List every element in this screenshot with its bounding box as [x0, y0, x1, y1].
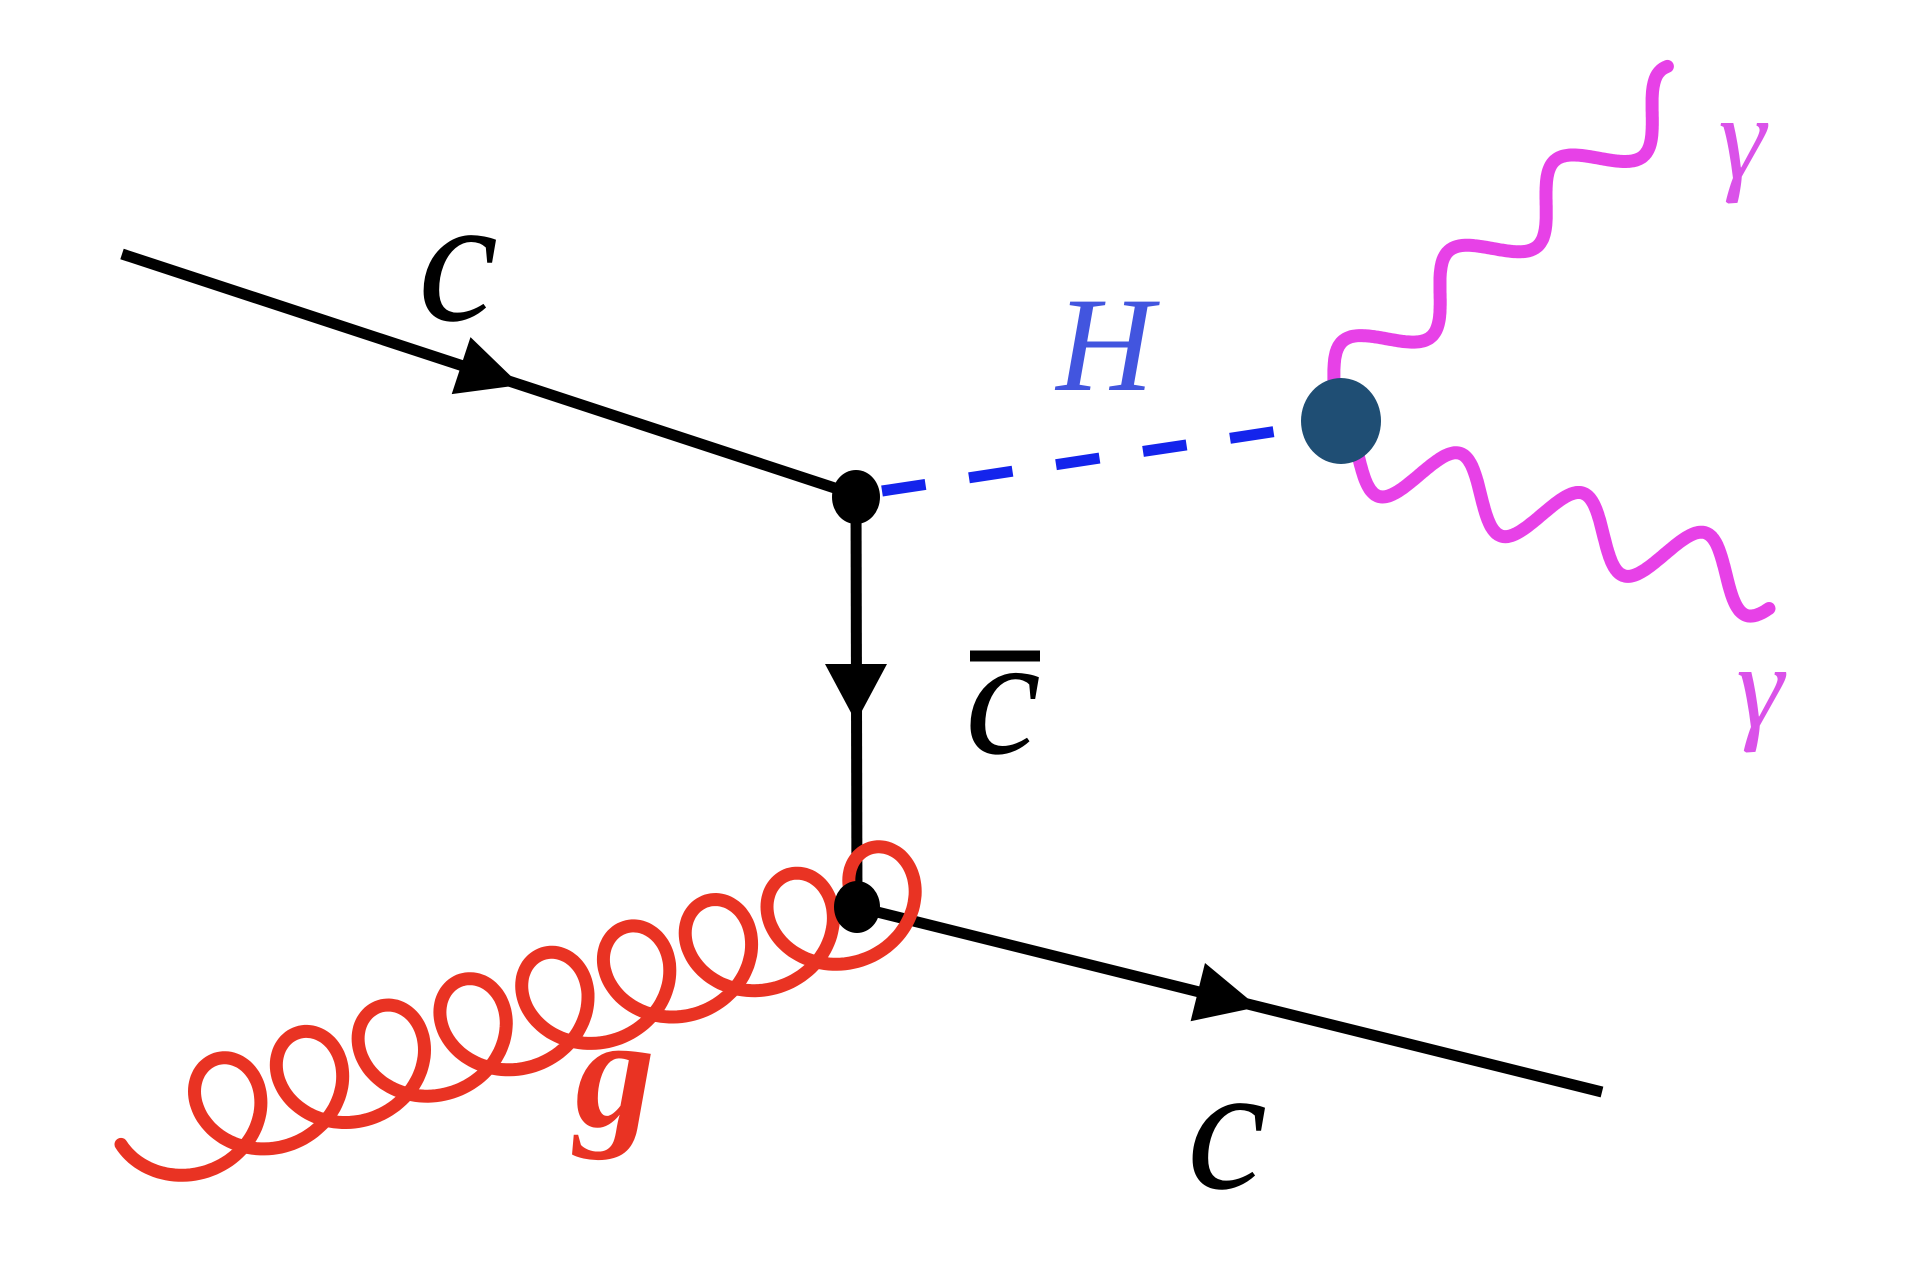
higgs-dashed-line [881, 422, 1299, 497]
incoming-quark-arrow-icon [451, 337, 520, 395]
gluon-label: g [572, 983, 655, 1161]
lower-vertex-dot [834, 881, 880, 933]
outgoing-quark-label: c [1187, 1028, 1267, 1227]
photon-top-label: γ [1718, 71, 1768, 204]
upper-vertex-dot [832, 470, 880, 524]
photon-wave-bottom [1351, 446, 1776, 623]
gluon-coil-line [114, 840, 922, 1182]
higgs-diphoton-loop-blob [1301, 378, 1381, 464]
photon-bottom-label: γ [1736, 620, 1786, 753]
antiquark-arrow-icon [825, 664, 887, 722]
incoming-quark-label: c [418, 160, 498, 359]
outgoing-quark-arrow-icon [1190, 963, 1258, 1022]
antiquark-label: c [965, 602, 1040, 790]
higgs-label: H [1054, 271, 1160, 420]
photon-wave-top [1327, 59, 1674, 391]
